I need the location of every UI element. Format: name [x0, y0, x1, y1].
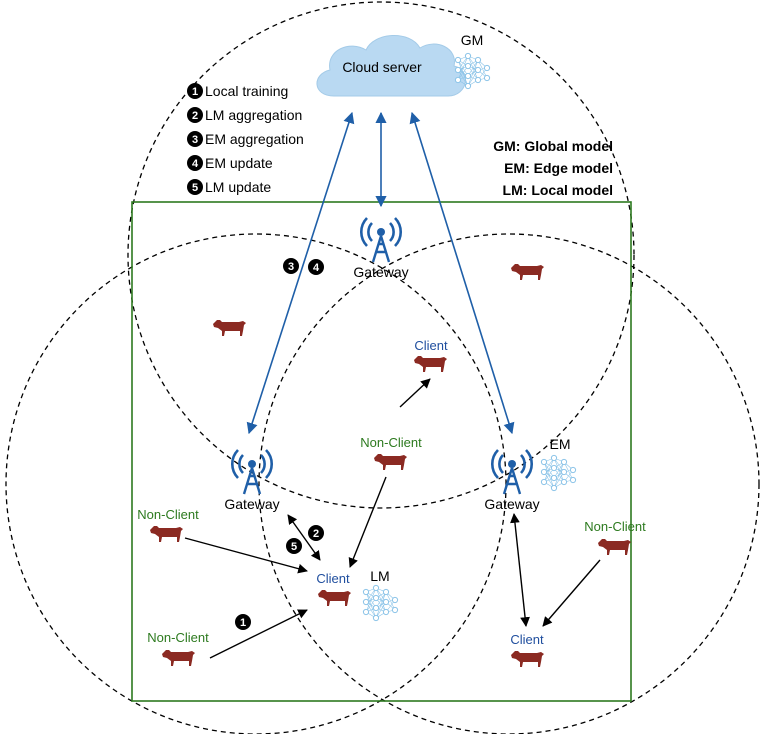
- model-key: GM: Global model EM: Edge model LM: Loca…: [493, 138, 613, 198]
- legend-step-3-text: EM aggregation: [205, 131, 304, 147]
- step-3-badge: [283, 258, 299, 274]
- cow-client-left: [318, 590, 351, 606]
- legend-step-4-number: 4: [192, 158, 199, 170]
- step-5-badge: [286, 538, 302, 554]
- cow-nonclient-left-top: [150, 526, 183, 542]
- step-4-badge: [308, 259, 324, 275]
- local-training-arrow: [209, 609, 308, 659]
- legend-step-4-badge: [187, 155, 203, 171]
- cloud-right-gateway-link: [409, 111, 515, 435]
- global-model-label: GM: [461, 32, 484, 48]
- legend-step-5-text: LM update: [205, 179, 271, 195]
- top-gateway-icon: [359, 216, 403, 264]
- nonclient-to-client-arrow-center: [399, 378, 431, 408]
- nonclient-left-top-to-client-arrow: [184, 537, 308, 574]
- legend-steps: 1 Local training 2 LM aggregation 3 EM a…: [187, 83, 304, 195]
- right-edge-coverage-circle: [258, 233, 760, 734]
- step-2-number: 2: [313, 528, 319, 540]
- cloud-coverage-circle: [127, 1, 635, 509]
- key-local-model: LM: Local model: [503, 182, 613, 198]
- nonclient-center-label: Non-Client: [360, 435, 422, 450]
- nonclient-right-label: Non-Client: [584, 519, 646, 534]
- step-5-number: 5: [291, 541, 297, 553]
- client-right-label: Client: [510, 632, 544, 647]
- legend-step-1: 1 Local training: [187, 83, 288, 99]
- nonclient-left-bottom-label: Non-Client: [147, 630, 209, 645]
- legend-step-2-badge: [187, 107, 203, 123]
- step-1-number: 1: [240, 617, 246, 629]
- right-gateway-icon: [490, 448, 534, 496]
- legend-step-5-badge: [187, 179, 203, 195]
- cow-client-right: [511, 651, 544, 667]
- local-model-label: LM: [370, 568, 389, 584]
- cloud-shape: [316, 35, 466, 97]
- top-gateway-label: Gateway: [353, 264, 408, 280]
- step-1-badge: [235, 614, 251, 630]
- step-4-number: 4: [313, 262, 320, 274]
- right-gateway-label: Gateway: [484, 496, 539, 512]
- left-gateway-client-link: [287, 514, 321, 561]
- legend-step-4: 4 EM update: [187, 155, 273, 171]
- left-gateway-label: Gateway: [224, 496, 279, 512]
- legend-step-2-number: 2: [192, 110, 198, 122]
- edge-model-network-icon: [540, 454, 577, 492]
- legend-step-2: 2 LM aggregation: [187, 107, 302, 123]
- left-gateway-icon: [230, 448, 274, 496]
- legend-step-3-number: 3: [192, 134, 198, 146]
- cow-nonclient-left-bottom: [162, 650, 195, 666]
- local-model-network-icon: [362, 584, 399, 622]
- key-global-model: GM: Global model: [493, 138, 613, 154]
- legend-step-4-text: EM update: [205, 155, 273, 171]
- client-center-label: Client: [414, 338, 448, 353]
- legend-step-2-text: LM aggregation: [205, 107, 302, 123]
- right-gateway-client-link: [510, 513, 530, 627]
- legend-step-1-number: 1: [192, 86, 198, 98]
- key-edge-model: EM: Edge model: [504, 160, 613, 176]
- legend-step-1-badge: [187, 83, 203, 99]
- cow-top-right: [511, 264, 544, 280]
- legend-step-3: 3 EM aggregation: [187, 131, 304, 147]
- cloud-server: Cloud server: [316, 35, 466, 97]
- cow-top-left: [213, 320, 246, 336]
- legend-step-1-text: Local training: [205, 83, 288, 99]
- cow-client-center: [414, 356, 447, 372]
- cloud-server-label: Cloud server: [342, 59, 422, 75]
- step-2-badge: [308, 525, 324, 541]
- nonclient-right-to-client-arrow: [542, 559, 601, 627]
- step-3-number: 3: [288, 261, 294, 273]
- cloud-left-gateway-link: [246, 111, 355, 435]
- cow-nonclient-right: [598, 539, 631, 555]
- nonclient-center-to-client-left-arrow: [348, 476, 387, 568]
- cow-nonclient-center: [374, 454, 407, 470]
- legend-step-5: 5 LM update: [187, 179, 271, 195]
- legend-step-3-badge: [187, 131, 203, 147]
- nonclient-left-top-label: Non-Client: [137, 507, 199, 522]
- edge-model-label: EM: [550, 436, 571, 452]
- client-left-label: Client: [316, 571, 350, 586]
- legend-step-5-number: 5: [192, 182, 198, 194]
